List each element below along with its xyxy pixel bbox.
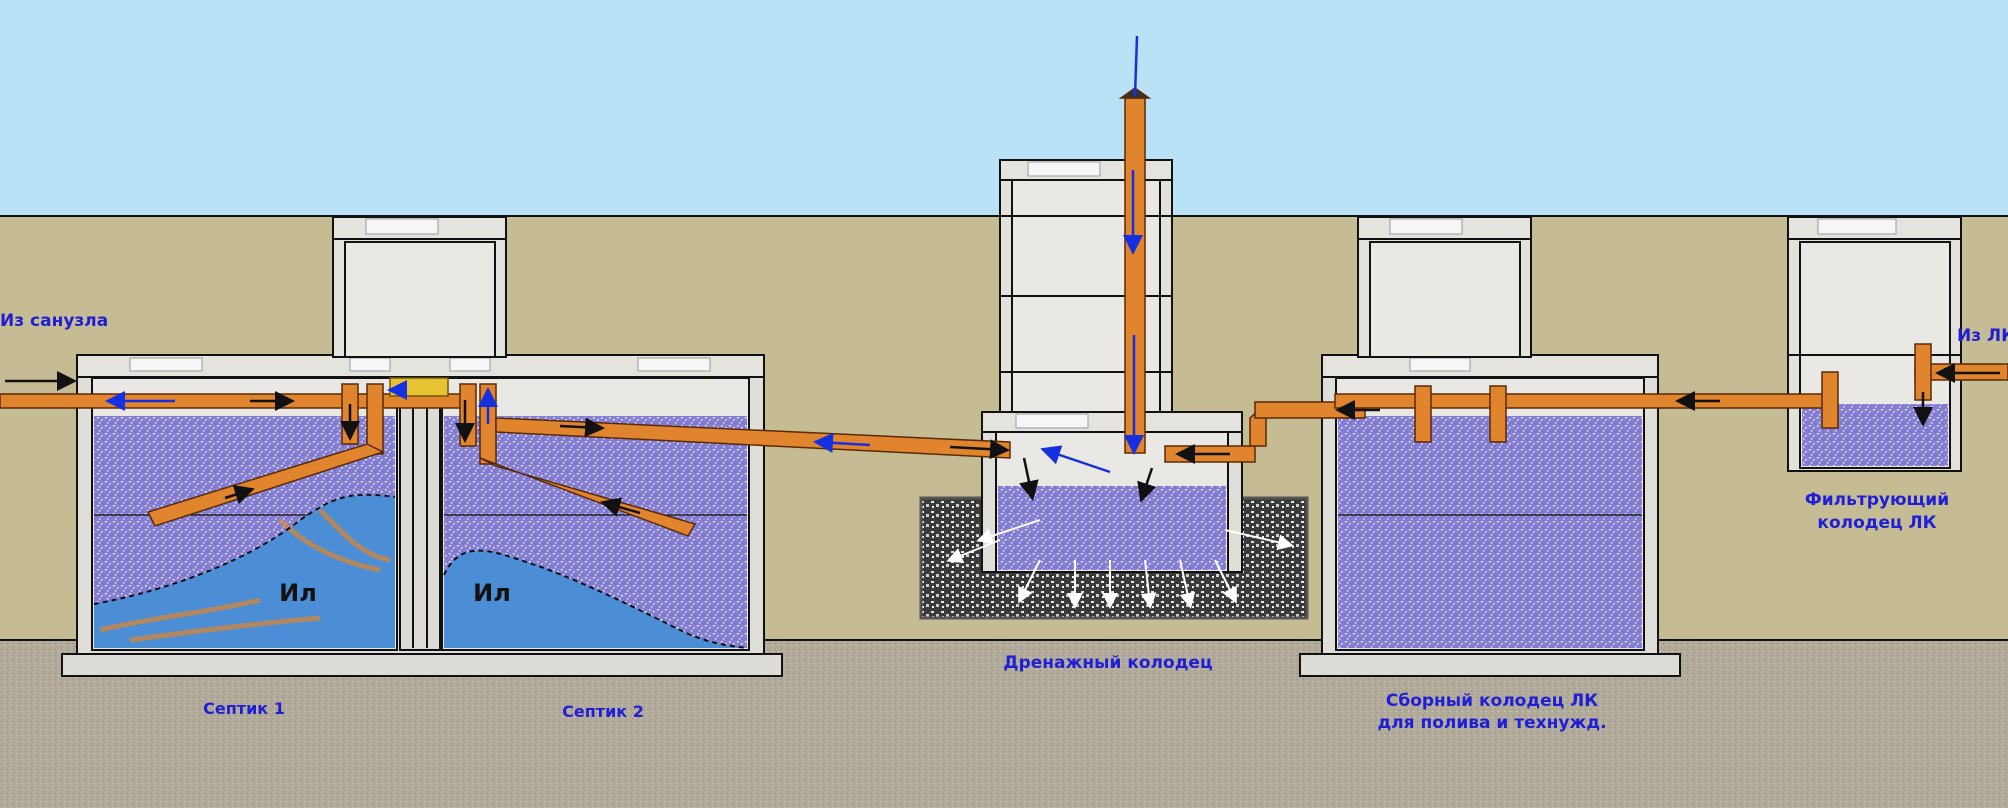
hatch-plate (129, 357, 203, 372)
collector-base-slab (1299, 653, 1681, 677)
arrow (600, 497, 641, 517)
hatch-plate (1015, 413, 1089, 429)
tee-pipe (1914, 343, 1932, 401)
arrow (1040, 445, 1111, 474)
septic-base-slab (61, 653, 783, 677)
collector-water (1338, 416, 1642, 648)
label-sludge1: Ил (279, 579, 317, 607)
hatch-plate (1409, 357, 1471, 372)
partition-wall (399, 377, 441, 651)
hatch-plate (365, 218, 439, 235)
arrow (949, 439, 1010, 460)
sludge1 (94, 494, 395, 648)
hatch-plate (1027, 161, 1101, 177)
label-septic2: Септик 2 (562, 702, 644, 721)
label-from-lk: Из ЛК (1957, 326, 2008, 346)
label-septic1: Септик 1 (203, 699, 285, 718)
hatch-plate (1389, 218, 1463, 235)
label-collector-line1: Сборный колодец ЛК (1386, 691, 1598, 711)
tee-pipe (1414, 385, 1432, 443)
hatch-plate (449, 357, 491, 372)
hatch-plate (637, 357, 711, 372)
flow-arrows (5, 35, 2000, 517)
arrow (813, 432, 871, 453)
hatch-plate (1817, 218, 1897, 235)
tee-pipe (459, 383, 477, 447)
arrow (224, 485, 255, 505)
arrow (1019, 457, 1039, 501)
inclined-pipe (146, 443, 385, 527)
arrow (1137, 467, 1157, 503)
outflow-pipe (495, 417, 1011, 459)
seepage-arrows (946, 519, 1294, 609)
label-filter-line1: Фильтрующий (1805, 490, 1949, 510)
overflow-box (389, 377, 449, 397)
label-filter-line2: колодец ЛК (1817, 513, 1936, 533)
label-drain-well: Дренажный колодец (1003, 653, 1212, 673)
collector-cover (1321, 354, 1659, 378)
label-from-bathroom: Из санузла (0, 311, 108, 331)
arrow (559, 417, 605, 438)
arrow (1133, 35, 1139, 97)
sludge2 (444, 550, 747, 648)
label-sludge2: Ил (473, 579, 511, 607)
drain-well-water (998, 486, 1226, 570)
tee-pipe (366, 383, 384, 455)
filter-well (1787, 216, 1962, 472)
tee-pipe (1489, 385, 1507, 443)
label-collector-line2: для полива и технужд. (1377, 713, 1606, 733)
collector-pipe (1334, 393, 1826, 409)
hatch-plate (349, 357, 391, 372)
tee-pipe (1821, 371, 1839, 429)
